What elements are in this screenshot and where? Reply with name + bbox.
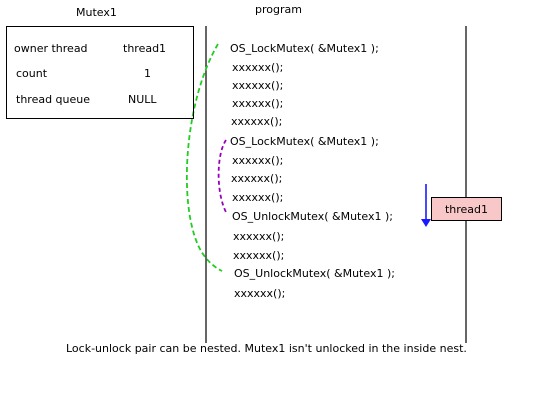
mutex-field-label-count: count bbox=[16, 67, 48, 80]
program-line: xxxxxx(); bbox=[233, 230, 285, 243]
program-line: xxxxxx(); bbox=[232, 154, 284, 167]
thread-indicator-label: thread1 bbox=[444, 202, 489, 216]
thread-indicator: thread1 bbox=[431, 197, 502, 221]
mutex-title: Mutex1 bbox=[76, 6, 117, 19]
program-line-unlock-outer: OS_UnlockMutex( &Mutex1 ); bbox=[234, 267, 395, 280]
program-line: xxxxxx(); bbox=[232, 97, 284, 110]
mutex-field-label-queue: thread queue bbox=[16, 93, 91, 106]
program-line: xxxxxx(); bbox=[231, 115, 283, 128]
program-line: xxxxxx(); bbox=[232, 79, 284, 92]
outer-lock-unlock-bracket bbox=[185, 43, 223, 272]
program-line: xxxxxx(); bbox=[234, 287, 286, 300]
program-line: xxxxxx(); bbox=[232, 191, 284, 204]
diagram-caption: Lock-unlock pair can be nested. Mutex1 i… bbox=[66, 342, 467, 355]
execution-arrow-head bbox=[421, 219, 431, 227]
mutex-field-value-count: 1 bbox=[144, 67, 151, 80]
program-line-unlock-inner: OS_UnlockMutex( &Mutex1 ); bbox=[232, 210, 393, 223]
mutex-field-value-owner: thread1 bbox=[123, 42, 167, 55]
mutex-field-label-owner: owner thread bbox=[14, 42, 88, 55]
program-line: xxxxxx(); bbox=[232, 61, 284, 74]
program-line-lock-inner: OS_LockMutex( &Mutex1 ); bbox=[230, 135, 379, 148]
program-line: xxxxxx(); bbox=[231, 172, 283, 185]
program-line-lock-outer: OS_LockMutex( &Mutex1 ); bbox=[230, 42, 379, 55]
program-title: program bbox=[255, 3, 302, 16]
mutex-field-value-queue: NULL bbox=[128, 93, 157, 106]
mutex-state-panel bbox=[6, 26, 194, 119]
program-line: xxxxxx(); bbox=[233, 249, 285, 262]
inner-lock-unlock-bracket bbox=[217, 139, 228, 215]
